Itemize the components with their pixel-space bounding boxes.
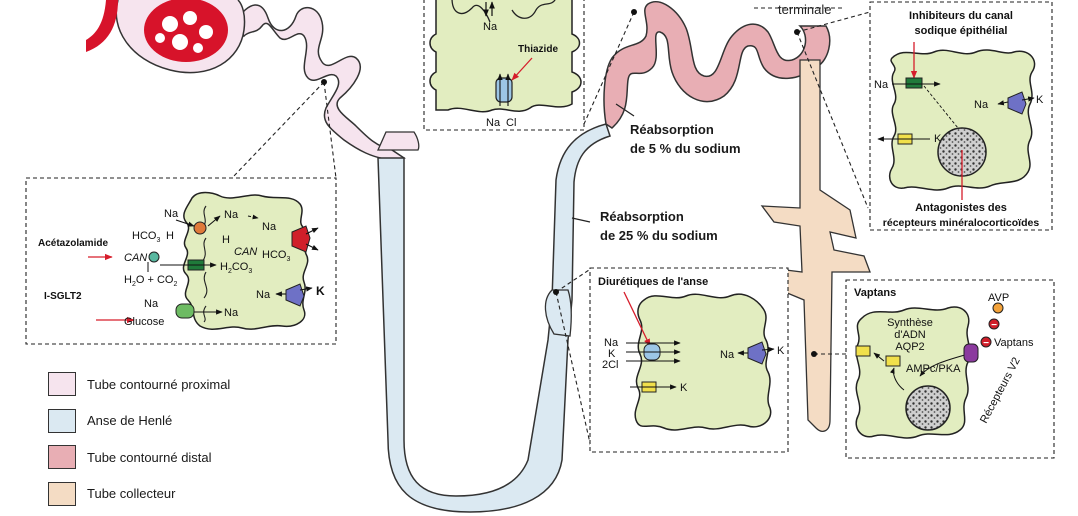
prox-sglt2: [175, 303, 195, 319]
prox-h-1: H: [166, 230, 174, 242]
reab-25-line1: Réabsorption: [600, 209, 684, 224]
vaptans-ampc: AMPc/PKA: [906, 363, 961, 375]
collect-k-2: K: [934, 133, 942, 145]
vaptans-aqp2-vesicle: [885, 355, 901, 367]
prox-hco3-b: HCO3: [262, 249, 290, 263]
prox-can-1: CAN: [124, 252, 147, 264]
thiazide-na-top: Na: [483, 21, 498, 33]
loop-ascending-bulge: [544, 289, 572, 337]
collect-k-1: K: [1036, 94, 1044, 106]
legend-row-proximal: Tube contourné proximal: [48, 366, 348, 403]
legend-label-proximal: Tube contourné proximal: [87, 376, 231, 392]
prox-na-4: Na: [256, 289, 271, 301]
vaptans-antag-1: [988, 318, 1000, 330]
vaptans-aqp2-apical: [855, 345, 871, 357]
prox-h2o-co2: H2O + CO2: [124, 274, 177, 288]
prox-can-2: CAN: [234, 246, 257, 258]
legend-row-collecteur: Tube collecteur: [48, 476, 348, 513]
collect-na-2: Na: [974, 99, 989, 111]
thiazide-cl-bottom: Cl: [506, 117, 516, 129]
reab-5-line2: de 5 % du sodium: [630, 141, 741, 156]
prox-isglt2: I-SGLT2: [44, 291, 82, 302]
pointer-5: [615, 103, 635, 117]
reab-25-line2: de 25 % du sodium: [600, 228, 718, 243]
vaptans-synth-1: Synthèse: [887, 317, 933, 329]
loop-k-2: K: [777, 345, 785, 357]
proximal-tubule-lower: [376, 131, 420, 151]
loop-k-1: K: [608, 348, 616, 360]
collect-title-1: Inhibiteurs du canal: [909, 10, 1013, 22]
collect-ant-1: Antagonistes des: [915, 202, 1007, 214]
label-terminale: terminale: [778, 2, 831, 17]
prox-na-6: Na: [224, 307, 239, 319]
legend-swatch-henle: [48, 408, 76, 433]
prox-glucose: Glucose: [124, 316, 164, 328]
collect-enac: [905, 77, 923, 89]
prox-h2co3: H2CO3: [220, 261, 252, 275]
loop-k-3: K: [680, 382, 688, 394]
legend-swatch-distal: [48, 445, 76, 470]
collect-title-2: sodique épithélial: [915, 25, 1008, 37]
proximal-box: Acétazolamide I-SGLT2 Na Na Na HCO3 H H …: [25, 177, 337, 345]
legend-row-henle: Anse de Henlé: [48, 403, 348, 440]
prox-can-enzyme: [148, 251, 160, 263]
legend-label-distal: Tube contourné distal: [87, 449, 212, 465]
connector-dots: [321, 9, 817, 357]
vaptans-aqp2: AQP2: [895, 341, 924, 353]
legend: Tube contourné proximal Anse de Henlé Tu…: [48, 366, 348, 512]
prox-h-2: H: [222, 234, 230, 246]
vaptans-synth-2: d'ADN: [894, 329, 925, 341]
collect-na-1: Na: [874, 79, 889, 91]
thiazide-transporter: [495, 77, 513, 103]
loop-title: Diurétiques de l'anse: [598, 276, 708, 288]
prox-blue-pump: [285, 283, 305, 307]
legend-label-collecteur: Tube collecteur: [87, 486, 176, 502]
legend-swatch-collecteur: [48, 481, 76, 506]
legend-row-distal: Tube contourné distal: [48, 439, 348, 476]
pointer-25: [571, 217, 591, 223]
prox-acetazolamide: Acétazolamide: [38, 238, 108, 249]
prox-na-5: Na: [144, 298, 159, 310]
glomerulus: [86, 0, 246, 74]
vaptans-avp-ligand: [992, 302, 1004, 314]
loop-of-henle: [377, 123, 611, 513]
collect-box: Inhibiteurs du canal sodique épithélial …: [869, 1, 1053, 231]
collect-blue-pump: [1007, 91, 1027, 115]
loop-na-2: Na: [720, 349, 735, 361]
vaptans-avp: AVP: [988, 292, 1009, 304]
prox-hco3: HCO3: [132, 230, 160, 244]
legend-label-henle: Anse de Henlé: [87, 413, 173, 429]
thiazide-box: Na Thiazide Na Cl: [423, 0, 585, 131]
collect-cell: [888, 49, 1036, 191]
vaptans-antag-2: [980, 336, 992, 348]
loop-2cl: 2Cl: [602, 359, 619, 371]
leader-lines: [231, 7, 871, 453]
legend-swatch-proximal: [48, 372, 76, 397]
vaptans-title: Vaptans: [854, 287, 896, 299]
thiazide-cell: [429, 0, 582, 113]
loop-blue-pump: [747, 341, 767, 365]
prox-k: K: [316, 284, 325, 298]
thiazide-na-bottom: Na: [486, 117, 501, 129]
vaptans-drug: Vaptans: [994, 337, 1034, 349]
vaptans-box: Vaptans Synthèse d'ADN AQP2 AMPc/PKA AVP…: [845, 279, 1055, 459]
prox-nhe-exchanger: [193, 221, 207, 235]
thiazide-drug-label: Thiazide: [518, 44, 558, 55]
loop-box: Diurétiques de l'anse Na K 2Cl Na K K: [589, 267, 789, 453]
prox-na-2: Na: [224, 209, 239, 221]
proximal-tubule: [234, 4, 406, 161]
vaptans-minus-2: −: [983, 338, 989, 349]
loop-cell: [634, 293, 772, 431]
collect-ant-2: récepteurs minéralocorticoïdes: [883, 217, 1040, 229]
prox-na-1: Na: [164, 208, 179, 220]
loop-na-1: Na: [604, 337, 619, 349]
collecting-duct: [760, 59, 871, 432]
vaptans-nucleus: [905, 385, 951, 431]
distal-tubule: [603, 1, 831, 129]
prox-na-3: Na: [262, 221, 277, 233]
vaptans-v2-receptor: [963, 343, 979, 363]
reab-5-line1: Réabsorption: [630, 122, 714, 137]
vaptans-minus-1: −: [991, 320, 997, 331]
